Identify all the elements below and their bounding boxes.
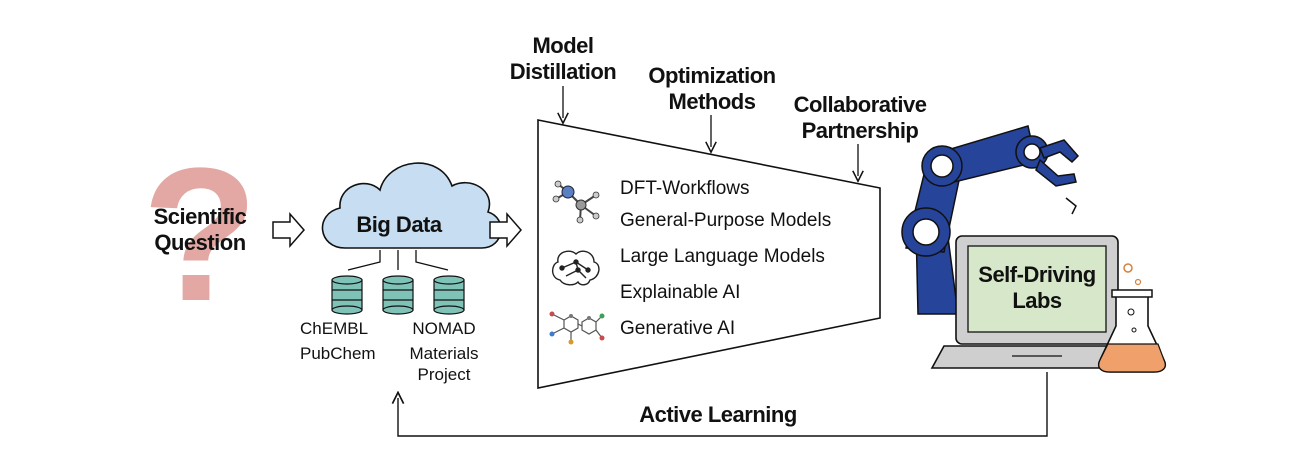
molecule-icon xyxy=(552,180,600,224)
self-driving-line1: Self-Driving xyxy=(978,262,1096,287)
model-distillation-line1: Model xyxy=(532,33,594,58)
database-icons xyxy=(331,275,465,315)
active-learning-loop-arrow xyxy=(398,372,1048,437)
optimization-methods-label: Optimization Methods xyxy=(632,63,792,115)
brain-network-icon xyxy=(551,250,600,286)
funnel-item-general-purpose: General-Purpose Models xyxy=(620,210,832,231)
funnel-shape xyxy=(537,119,881,389)
collaborative-line1: Collaborative xyxy=(793,92,927,117)
funnel-item-explainable: Explainable AI xyxy=(620,282,741,303)
collaborative-line2: Partnership xyxy=(801,118,919,143)
funnel-item-dft: DFT-Workflows xyxy=(620,178,750,199)
source-project: Project xyxy=(417,365,471,384)
self-driving-labs-label: Self-Driving Labs xyxy=(968,262,1106,314)
question-mark-icon: ? xyxy=(142,129,258,341)
optimization-line1: Optimization xyxy=(648,63,776,88)
model-distillation-label: Model Distillation xyxy=(498,33,628,85)
optimization-line2: Methods xyxy=(668,89,756,114)
source-materials: Materials xyxy=(409,344,479,363)
source-nomad: NOMAD xyxy=(412,319,476,338)
flask-icon xyxy=(1097,263,1167,373)
question-label-line1: Scientific xyxy=(153,204,247,229)
question-label-line2: Question xyxy=(154,230,246,255)
cloud-connectors xyxy=(347,250,449,271)
sources-right: NOMAD Materials Project xyxy=(404,318,484,385)
hollow-arrow-2 xyxy=(489,212,522,248)
cloud-icon xyxy=(321,162,502,249)
question-label: Scientific Question xyxy=(132,204,268,256)
source-pubchem: PubChem xyxy=(300,344,376,363)
active-learning-label: Active Learning xyxy=(639,402,797,427)
laptop-icon xyxy=(930,235,1146,369)
robot-arm-icon xyxy=(901,125,1080,315)
collaborative-partnership-label: Collaborative Partnership xyxy=(780,92,940,144)
hollow-arrow-1 xyxy=(272,212,305,248)
funnel-item-llm: Large Language Models xyxy=(620,246,825,267)
big-data-title: Big Data xyxy=(356,212,442,237)
graph-molecules-icon xyxy=(549,311,605,345)
source-chembl: ChEMBL xyxy=(300,319,369,338)
funnel-item-generative: Generative AI xyxy=(620,318,736,339)
model-distillation-line2: Distillation xyxy=(509,59,617,84)
sources-left: ChEMBL PubChem xyxy=(300,318,376,364)
self-driving-line2: Labs xyxy=(1012,288,1062,313)
